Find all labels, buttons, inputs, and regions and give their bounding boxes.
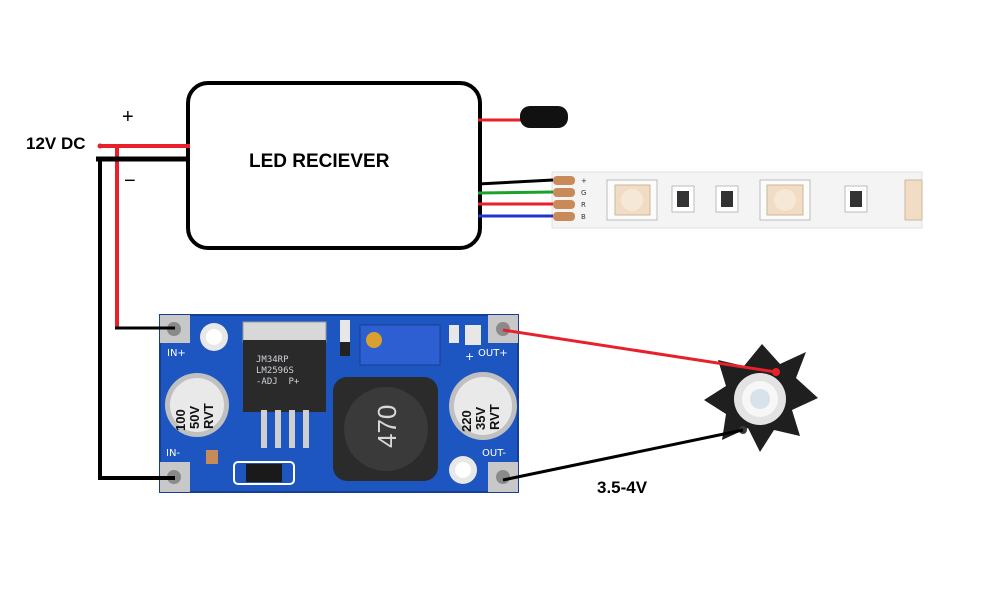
strip-resistor-1 [671, 185, 695, 213]
strip-resistor-2 [715, 185, 739, 213]
power-input-label: 12V DC [26, 134, 86, 153]
left-cap-line2: 50V [187, 405, 202, 429]
right-cap-line1: 220 [459, 410, 474, 432]
receiver-label: LED RECIEVER [249, 151, 390, 172]
out-minus-label: OUT- [482, 448, 506, 459]
in-plus-label: IN+ [167, 348, 186, 359]
strip-led-1 [606, 179, 658, 221]
led-voltage-label: 3.5-4V [597, 478, 648, 497]
right-capacitor-marking: 220 35V RVT [459, 378, 502, 438]
out-plus-label: OUT+ [478, 348, 508, 359]
wire-out-plus [502, 328, 777, 374]
pot-plus-label: + [465, 350, 475, 363]
right-cap-line2: 35V [473, 406, 488, 430]
strip-pin-label: B [581, 213, 586, 221]
strip-resistor-3 [844, 185, 868, 213]
wire-out-minus [502, 428, 744, 482]
left-capacitor-marking: 100 50V RVT [173, 377, 216, 437]
rgb-led-strip: + G R B [551, 171, 923, 229]
ir-sensor [520, 106, 568, 128]
inductor-marking: 470 [372, 404, 402, 448]
strip-pin-label: R [581, 201, 586, 209]
led-receiver-box [186, 81, 482, 250]
strip-wire-black [477, 178, 554, 186]
strip-pin-label: G [581, 189, 586, 197]
left-cap-line1: 100 [173, 409, 188, 431]
chip-marking-line2: LM2596S [256, 366, 294, 376]
power-led-star [704, 344, 818, 452]
positive-symbol: + [122, 106, 134, 128]
chip-marking-line1: JM34RP [256, 355, 289, 365]
strip-wire-green [477, 190, 554, 195]
chip-marking-line3: -ADJ P+ [256, 377, 300, 387]
in-minus-label: IN- [166, 448, 181, 459]
strip-led-2 [759, 179, 811, 221]
left-cap-line3: RVT [201, 403, 216, 429]
negative-symbol: − [124, 170, 136, 192]
right-cap-line3: RVT [487, 404, 502, 430]
buck-converter-module [159, 314, 519, 493]
strip-pin-label: + [581, 177, 587, 185]
